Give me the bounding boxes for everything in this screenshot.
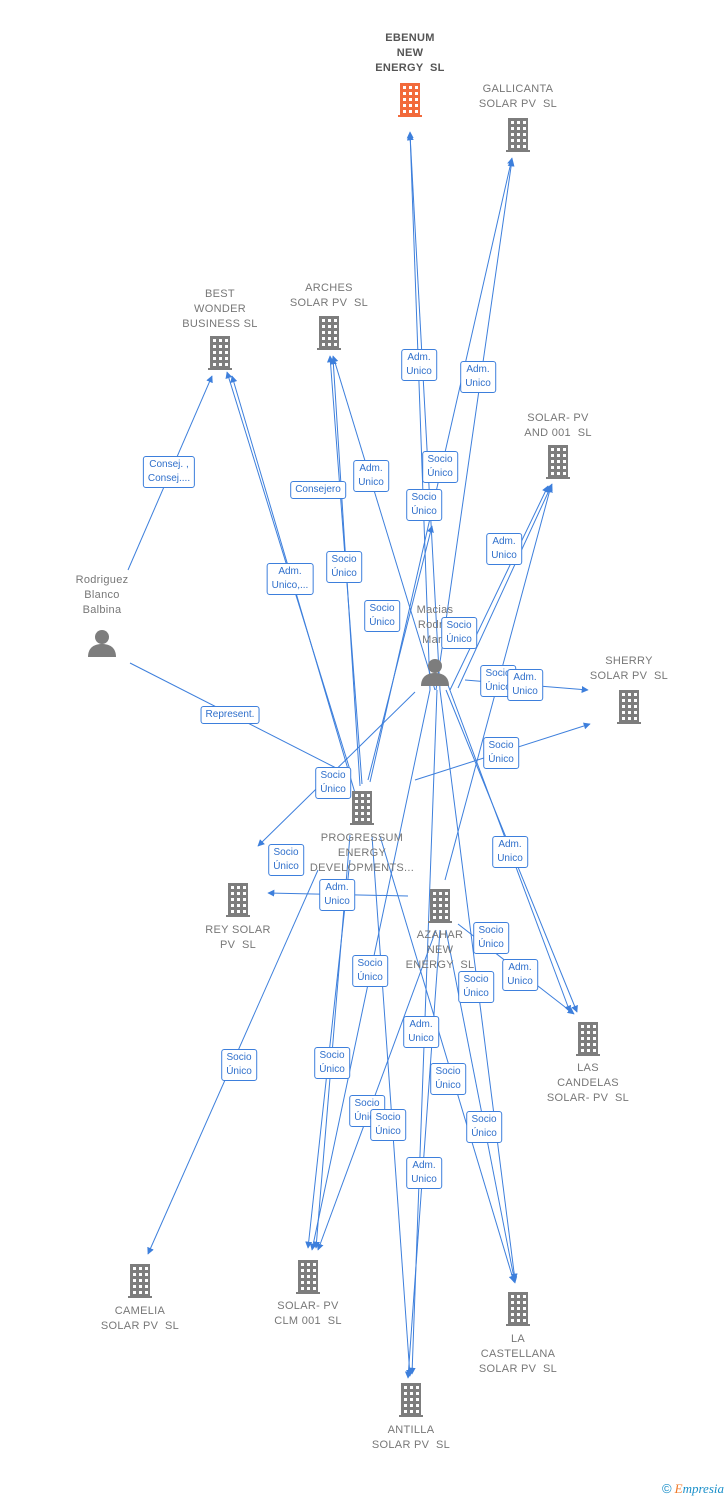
- relation-line: [406, 131, 431, 691]
- building-icon[interactable]: [398, 1383, 424, 1422]
- company-label-azahar[interactable]: AZAHAR NEW ENERGY SL: [405, 929, 475, 971]
- company-label-progressum[interactable]: PROGRESSUM ENERGY DEVELOPMENTS...: [309, 832, 415, 874]
- relation-label: Socio Único: [458, 971, 494, 1003]
- relation-label: Adm. Unico: [460, 361, 496, 393]
- building-icon[interactable]: [127, 1264, 153, 1303]
- company-label-clm[interactable]: SOLAR- PV CLM 001 SL: [274, 1300, 342, 1327]
- company-label-gallicanta[interactable]: GALLICANTA SOLAR PV SL: [478, 83, 558, 110]
- relation-line: [404, 929, 441, 1379]
- company-label-camelia[interactable]: CAMELIA SOLAR PV SL: [100, 1305, 180, 1332]
- company-label-antilla[interactable]: ANTILLA SOLAR PV SL: [371, 1424, 451, 1451]
- relation-line: [367, 525, 434, 781]
- relation-label: Adm. Unico: [353, 460, 389, 492]
- building-icon[interactable]: [316, 316, 342, 355]
- relation-label: Socio Único: [221, 1049, 257, 1081]
- person-icon[interactable]: [87, 629, 117, 662]
- company-label-arches[interactable]: ARCHES SOLAR PV SL: [289, 282, 369, 309]
- relation-line: [457, 483, 553, 689]
- relation-label: Socio Único: [422, 451, 458, 483]
- relation-label: Adm. Unico: [319, 879, 355, 911]
- copyright-symbol: ©: [662, 1481, 672, 1496]
- relation-label: Adm. Unico: [406, 1157, 442, 1189]
- relation-label: Socio Único: [314, 1047, 350, 1079]
- brand-initial: E: [674, 1481, 683, 1496]
- building-icon[interactable]: [545, 445, 571, 484]
- relation-line: [449, 485, 549, 691]
- relation-line: [379, 835, 516, 1283]
- building-icon[interactable]: [575, 1022, 601, 1061]
- relation-label: Socio Único: [441, 617, 477, 649]
- relation-label: Adm. Unico: [492, 836, 528, 868]
- building-icon[interactable]: [397, 83, 423, 122]
- company-label-best[interactable]: BEST WONDER BUSINESS SL: [182, 288, 258, 330]
- person-label-rodriguez[interactable]: Rodriguez Blanco Balbina: [75, 574, 129, 616]
- relation-label: Socio Único: [315, 767, 351, 799]
- relation-label: Consejero: [290, 481, 346, 499]
- relation-line: [445, 929, 518, 1284]
- relation-label: Socio Único: [430, 1063, 466, 1095]
- brand-footer: ©Empresia: [662, 1481, 724, 1497]
- building-icon[interactable]: [616, 690, 642, 729]
- relation-label: Socio Único: [466, 1111, 502, 1143]
- building-icon[interactable]: [505, 1292, 531, 1331]
- relation-label: Socio Único: [352, 955, 388, 987]
- company-label-rey[interactable]: REY SOLAR PV SL: [205, 924, 271, 951]
- building-icon[interactable]: [225, 883, 251, 922]
- company-label-candelas[interactable]: LAS CANDELAS SOLAR- PV SL: [546, 1062, 630, 1104]
- relation-label: Socio Único: [268, 844, 304, 876]
- relation-label: Adm. Unico: [486, 533, 522, 565]
- relation-label: Adm. Unico: [403, 1016, 439, 1048]
- relation-label: Adm. Unico,...: [266, 563, 314, 595]
- relation-label: Socio Único: [364, 600, 400, 632]
- relation-label: Represent.: [200, 706, 260, 724]
- relation-label: Consej. , Consej....: [142, 456, 196, 488]
- building-icon[interactable]: [349, 791, 375, 830]
- relation-label: Socio Único: [326, 551, 362, 583]
- relation-label: Socio Único: [370, 1109, 406, 1141]
- relation-line: [331, 355, 436, 691]
- building-icon[interactable]: [427, 889, 453, 928]
- relation-label: Socio Único: [473, 922, 509, 954]
- relation-line: [406, 133, 441, 691]
- relation-line: [371, 835, 414, 1377]
- company-label-castellana[interactable]: LA CASTELLANA SOLAR PV SL: [478, 1333, 558, 1375]
- company-label-solar001[interactable]: SOLAR- PV AND 001 SL: [524, 412, 592, 439]
- person-icon[interactable]: [420, 658, 450, 691]
- relation-line: [435, 159, 515, 691]
- company-label-ebenum[interactable]: EBENUM NEW ENERGY SL: [375, 32, 445, 74]
- relation-label: Socio Único: [406, 489, 442, 521]
- building-icon[interactable]: [207, 336, 233, 375]
- building-icon[interactable]: [295, 1260, 321, 1299]
- building-icon[interactable]: [505, 118, 531, 157]
- brand-name: mpresia: [682, 1481, 724, 1496]
- relation-label: Socio Único: [483, 737, 519, 769]
- relation-line: [316, 929, 437, 1251]
- relation-label: Adm. Unico: [401, 349, 437, 381]
- company-label-sherry[interactable]: SHERRY SOLAR PV SL: [589, 655, 669, 682]
- relation-label: Adm. Unico: [502, 959, 538, 991]
- relation-label: Adm. Unico: [507, 669, 543, 701]
